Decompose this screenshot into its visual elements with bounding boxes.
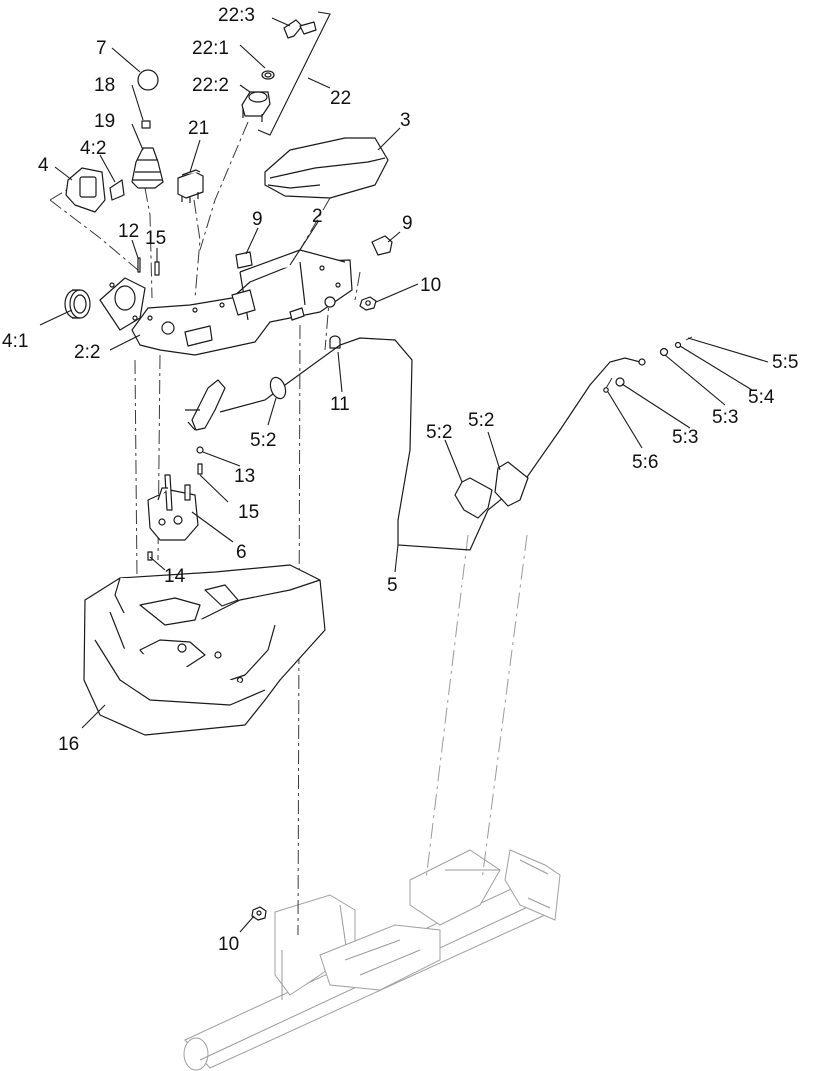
callout-5-4: 5:4	[748, 387, 775, 408]
callout-7: 7	[96, 38, 107, 59]
callout-2-2: 2:2	[74, 342, 100, 363]
lever-assembly-13	[185, 379, 226, 475]
callout-5-2b: 5:2	[426, 422, 452, 443]
callout-5-3b: 5:3	[672, 427, 698, 448]
frame-assembly	[183, 849, 561, 1071]
callout-3: 3	[400, 110, 411, 131]
shift-mechanism-6	[147, 474, 199, 541]
knob-7	[137, 69, 159, 91]
callout-4: 4	[38, 155, 49, 176]
ring-4-1	[64, 289, 91, 319]
callout-22-1: 22:1	[192, 38, 229, 59]
clip-9a	[235, 251, 253, 269]
console-cover-16	[83, 564, 326, 736]
callout-15a: 15	[145, 228, 166, 249]
callout-4-1: 4:1	[2, 331, 28, 352]
callout-11: 11	[330, 394, 350, 415]
callout-13: 13	[234, 466, 255, 487]
screw-15-top	[154, 261, 160, 276]
leader-lines	[39, 11, 769, 933]
bolt-11	[329, 335, 341, 349]
alignment-lines	[49, 121, 361, 936]
callout-2: 2	[312, 206, 323, 227]
callout-5-2c: 5:2	[468, 410, 494, 431]
callout-5-6: 5:6	[632, 452, 658, 473]
key-switch-22	[241, 19, 317, 122]
nut-10-bottom	[251, 906, 267, 921]
screw-12	[137, 257, 141, 273]
callout-15b: 15	[238, 502, 259, 523]
armrest-3	[264, 137, 389, 199]
display-4	[65, 167, 125, 213]
callout-5-2a: 5:2	[250, 430, 276, 451]
callout-5: 5	[387, 575, 398, 596]
switch-21	[177, 169, 204, 203]
callout-22: 22	[330, 88, 351, 109]
callout-22-3: 22:3	[218, 5, 255, 26]
callout-5-3a: 5:3	[712, 407, 738, 428]
callout-12: 12	[118, 221, 139, 242]
callout-10a: 10	[420, 275, 441, 296]
clip-9b	[371, 235, 393, 256]
nut-10-top	[359, 296, 377, 311]
callout-9a: 9	[252, 209, 263, 230]
callout-labels: 22:3 7 22:1 18 22:2 22 3 19 21 4:2 4 9 2…	[2, 5, 798, 955]
cable-end-parts	[603, 336, 693, 393]
callout-14: 14	[164, 566, 186, 587]
callout-22-2: 22:2	[192, 75, 229, 96]
callout-6: 6	[236, 542, 247, 563]
nut-18	[141, 120, 151, 129]
upright-tube	[425, 534, 528, 881]
callout-18: 18	[94, 75, 115, 96]
callout-9b: 9	[402, 213, 413, 234]
cable-5	[219, 337, 641, 551]
boot-19	[131, 147, 164, 189]
callout-4-2: 4:2	[80, 138, 106, 159]
callout-21: 21	[188, 118, 209, 139]
callout-16: 16	[58, 734, 79, 755]
callout-10b: 10	[218, 934, 239, 955]
callout-5-5: 5:5	[772, 352, 798, 373]
callout-19: 19	[94, 111, 115, 132]
